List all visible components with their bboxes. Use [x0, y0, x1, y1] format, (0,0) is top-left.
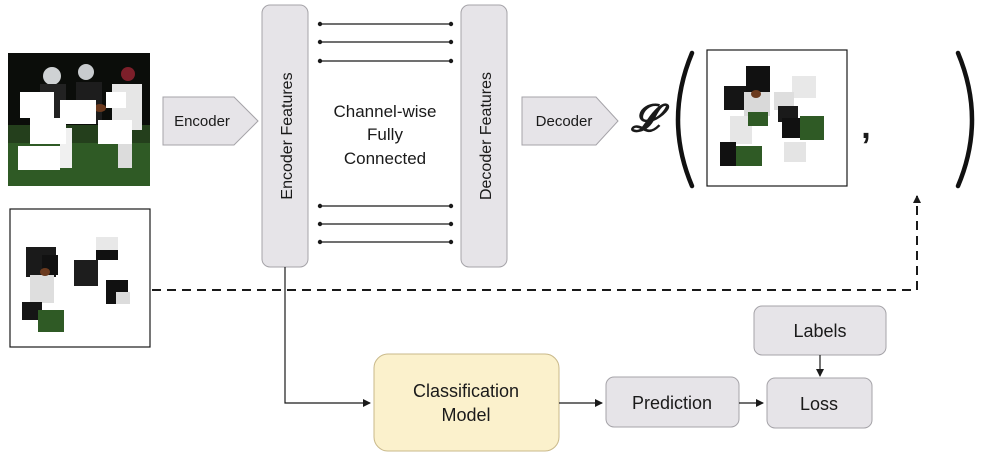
- labels-block: Labels: [753, 305, 887, 356]
- features-to-classifier-arrow: [284, 267, 371, 407]
- encoder-features-block: Encoder Features: [261, 4, 309, 268]
- left-parenthesis: [675, 50, 695, 189]
- encoder-label: Encoder: [174, 113, 230, 130]
- classification-label-line2: Model: [441, 405, 490, 425]
- dashed-target-arrow: [152, 195, 921, 291]
- right-parenthesis: [955, 50, 975, 189]
- decoder-features-block: Decoder Features: [460, 4, 508, 268]
- encoder-features-label: Encoder Features: [279, 72, 296, 199]
- svg-text:Connected: Connected: [344, 149, 426, 168]
- classification-model-block: Classification Model: [373, 353, 560, 452]
- encoder-arrow: Encoder: [162, 96, 259, 146]
- reconstructed-patches-image: [706, 49, 848, 187]
- missing-patches-image: [9, 208, 151, 348]
- channel-wise-lines: [317, 21, 454, 245]
- prediction-label: Prediction: [632, 393, 712, 413]
- decoder-label: Decoder: [536, 113, 593, 130]
- labels-label: Labels: [793, 321, 846, 341]
- loss-label: Loss: [800, 394, 838, 414]
- loss-block: Loss: [766, 377, 873, 429]
- masked-input-image: [8, 53, 150, 186]
- classification-label-line1: Classification: [413, 381, 519, 401]
- svg-text:Fully: Fully: [367, 125, 403, 144]
- loss-symbol: 𝓛: [630, 98, 670, 140]
- channel-wise-label: Channel-wise Fully Connected: [334, 102, 437, 168]
- decoder-features-label: Decoder Features: [478, 72, 495, 200]
- comma: ,: [861, 108, 870, 146]
- decoder-arrow: Decoder: [521, 96, 619, 146]
- prediction-block: Prediction: [605, 376, 740, 428]
- svg-text:Channel-wise: Channel-wise: [334, 102, 437, 121]
